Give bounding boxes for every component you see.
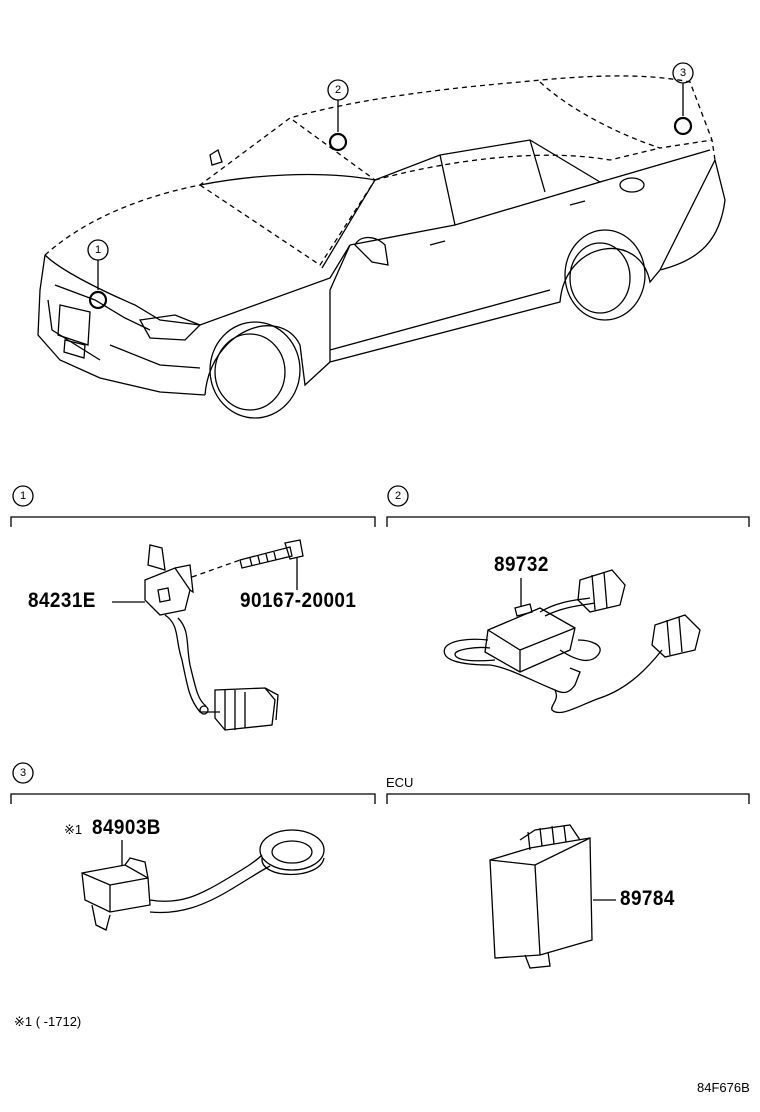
section-number-1: 1 xyxy=(19,490,27,502)
diagram-id: 84F676B xyxy=(697,1080,750,1095)
car-callout-3[interactable] xyxy=(672,62,694,136)
callout-number-1: 1 xyxy=(94,244,102,256)
callout-number-2: 2 xyxy=(334,84,342,96)
sensor-part[interactable] xyxy=(81,829,325,931)
hood-switch-part[interactable] xyxy=(144,544,279,731)
footnote: ※1 ( -1712) xyxy=(14,1014,82,1029)
car-callout-2[interactable] xyxy=(327,79,349,152)
footnote-mark-84903B: ※1 xyxy=(64,822,83,837)
ecu-part[interactable] xyxy=(489,824,593,969)
section-header-ecu: ECU xyxy=(386,775,414,790)
part-number-90167-20001[interactable]: 90167-20001 xyxy=(240,589,357,612)
section-number-2: 2 xyxy=(394,490,402,502)
car-callout-1[interactable] xyxy=(87,239,109,310)
part-number-84231E[interactable]: 84231E xyxy=(28,589,96,612)
part-number-89732[interactable]: 89732 xyxy=(494,553,549,576)
section-2-frame xyxy=(386,485,750,527)
section-3-frame xyxy=(10,762,376,804)
section-number-3: 3 xyxy=(19,767,27,779)
section-1-frame xyxy=(10,485,376,527)
harness-module-part[interactable] xyxy=(443,569,701,714)
car-illustration xyxy=(37,75,726,419)
part-number-89784[interactable]: 89784 xyxy=(620,887,675,910)
part-number-84903B[interactable]: 84903B xyxy=(92,816,161,839)
callout-number-3: 3 xyxy=(679,67,687,79)
section-ecu-frame xyxy=(386,793,750,804)
bolt-part[interactable] xyxy=(191,539,304,578)
